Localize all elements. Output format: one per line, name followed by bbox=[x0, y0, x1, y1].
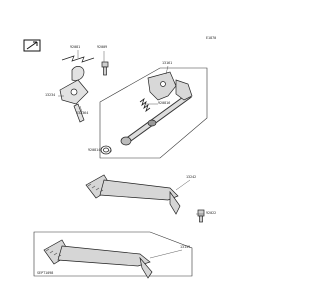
shift-arm bbox=[147, 71, 193, 101]
shift-pedal-13159 bbox=[43, 239, 153, 279]
callout-920814: 920814 bbox=[88, 148, 101, 152]
shift-pedal-13242 bbox=[85, 174, 181, 215]
circlip-920814 bbox=[100, 145, 112, 155]
parts-diagram: E1870 92081 92009 13234 132364 13161 920… bbox=[23, 36, 217, 279]
callout-13161: 13161 bbox=[162, 61, 173, 65]
model-note: SEPT1098 bbox=[37, 271, 54, 275]
callout-92081: 92081 bbox=[70, 45, 81, 49]
ratchet-arm-assembly bbox=[59, 55, 95, 123]
callout-132364: 132364 bbox=[76, 111, 89, 115]
shift-shaft-box bbox=[99, 67, 208, 159]
callout-13242: 13242 bbox=[186, 175, 197, 179]
figure-code: E1870 bbox=[206, 36, 217, 40]
diagram-drawing bbox=[23, 39, 208, 279]
leader-lines bbox=[58, 50, 204, 259]
callout-13159: 13159 bbox=[180, 245, 191, 249]
shift-shaft bbox=[120, 92, 192, 146]
bolt-92022 bbox=[197, 209, 205, 223]
return-spring bbox=[139, 97, 151, 113]
callout-92022: 92022 bbox=[206, 211, 217, 215]
front-direction-icon bbox=[23, 39, 41, 52]
callout-13234: 13234 bbox=[45, 93, 56, 97]
callout-92009: 92009 bbox=[97, 45, 108, 49]
callout-920816: 920816 bbox=[158, 101, 171, 105]
bolt-92009 bbox=[101, 61, 109, 76]
alt-pedal-box bbox=[33, 231, 193, 277]
